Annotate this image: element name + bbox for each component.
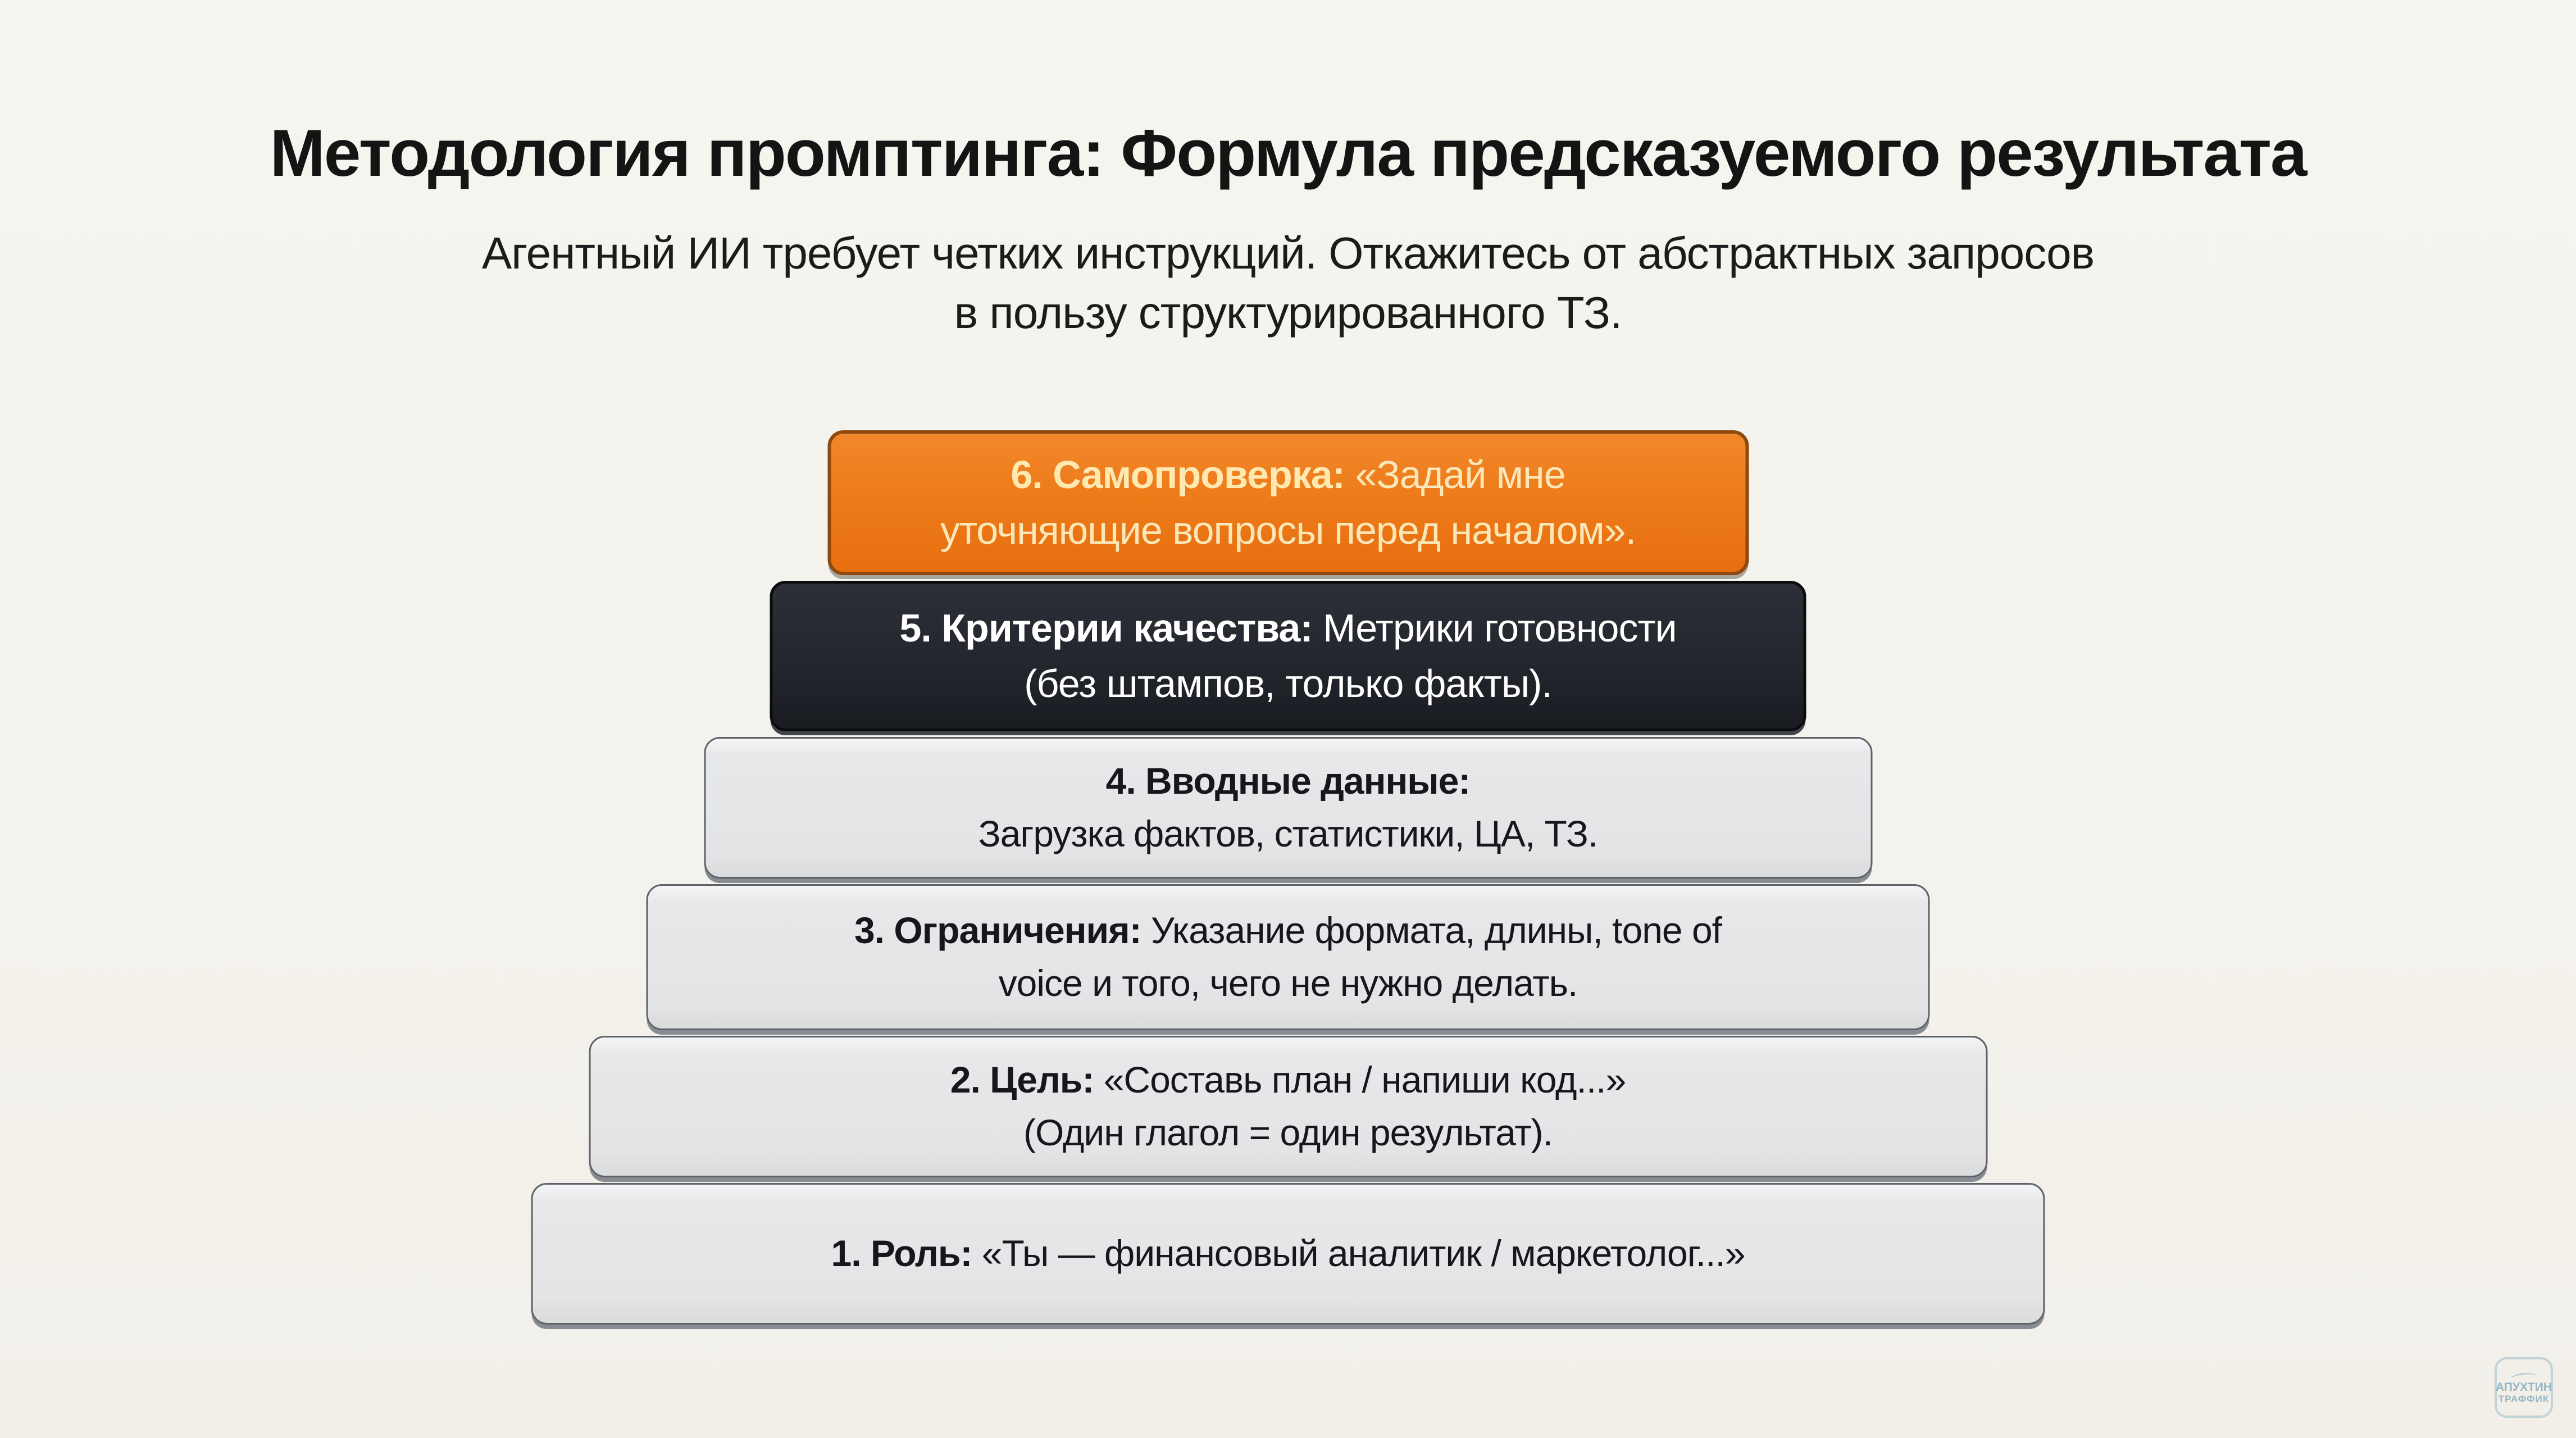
level-1-label: 1. Роль: [831,1232,973,1275]
level-3-label: 3. Ограничения: [854,909,1142,952]
pyramid-level-3-constraints: 3. Ограничения: Указание формата, длины,… [646,884,1930,1030]
level-1-text: «Ты — финансовый аналитик / маркетолог..… [972,1232,1746,1275]
level-6-line-2: уточняющие вопросы перед началом». [940,508,1636,552]
page-title: Методология промптинга: Формула предсказ… [270,116,2307,190]
swoosh-icon [2510,1372,2538,1378]
subtitle-line-1: Агентный ИИ требует четких инструкций. О… [481,228,2095,278]
level-5-line-2: (без штампов, только факты). [1024,662,1553,706]
level-6-text: «Задай мне [1345,452,1565,497]
level-3-line-1: 3. Ограничения: Указание формата, длины,… [854,904,1722,957]
level-1-line-1: 1. Роль: «Ты — финансовый аналитик / мар… [831,1227,1746,1280]
level-5-text: Метрики готовности [1312,606,1677,650]
level-6-label: 6. Самопроверка: [1011,452,1345,497]
level-5-line-1: 5. Критерии качества: Метрики готовности [899,600,1677,656]
pyramid-level-4-input-data: 4. Вводные данные: Загрузка фактов, стат… [704,737,1872,879]
level-3-text: Указание формата, длины, tone of [1141,909,1722,952]
pyramid-level-2-goal: 2. Цель: «Составь план / напиши код...» … [589,1036,1987,1177]
prompt-pyramid: 6. Самопроверка: «Задай мне уточняющие в… [531,430,2045,1325]
pyramid-level-5-quality-criteria: 5. Критерии качества: Метрики готовности… [770,581,1806,731]
slide-subtitle: Агентный ИИ требует четких инструкций. О… [0,224,2576,343]
level-4-line-2: Загрузка фактов, статистики, ЦА, ТЗ. [978,813,1598,854]
watermark-logo: АПУХТИН ТРАФФИК [2495,1357,2553,1418]
level-3-line-2: voice и того, чего не нужно делать. [998,962,1578,1004]
pyramid-level-6-self-check: 6. Самопроверка: «Задай мне уточняющие в… [827,430,1749,575]
level-2-line-2: (Один глагол = один результат). [1023,1112,1553,1153]
level-2-text: «Составь план / напиши код...» [1094,1059,1626,1101]
level-4-line-1: 4. Вводные данные: [1106,755,1471,808]
level-2-line-1: 2. Цель: «Составь план / напиши код...» [950,1054,1626,1107]
level-5-label: 5. Критерии качества: [899,606,1313,650]
subtitle-line-2: в пользу структурированного ТЗ. [954,288,1623,338]
watermark-text-line-2: ТРАФФИК [2498,1393,2550,1404]
level-6-line-1: 6. Самопроверка: «Задай мне [1011,447,1565,503]
level-2-label: 2. Цель: [950,1059,1095,1101]
level-4-label: 4. Вводные данные: [1105,760,1471,802]
watermark-text-line-1: АПУХТИН [2495,1380,2552,1394]
pyramid-level-1-role: 1. Роль: «Ты — финансовый аналитик / мар… [531,1183,2045,1325]
